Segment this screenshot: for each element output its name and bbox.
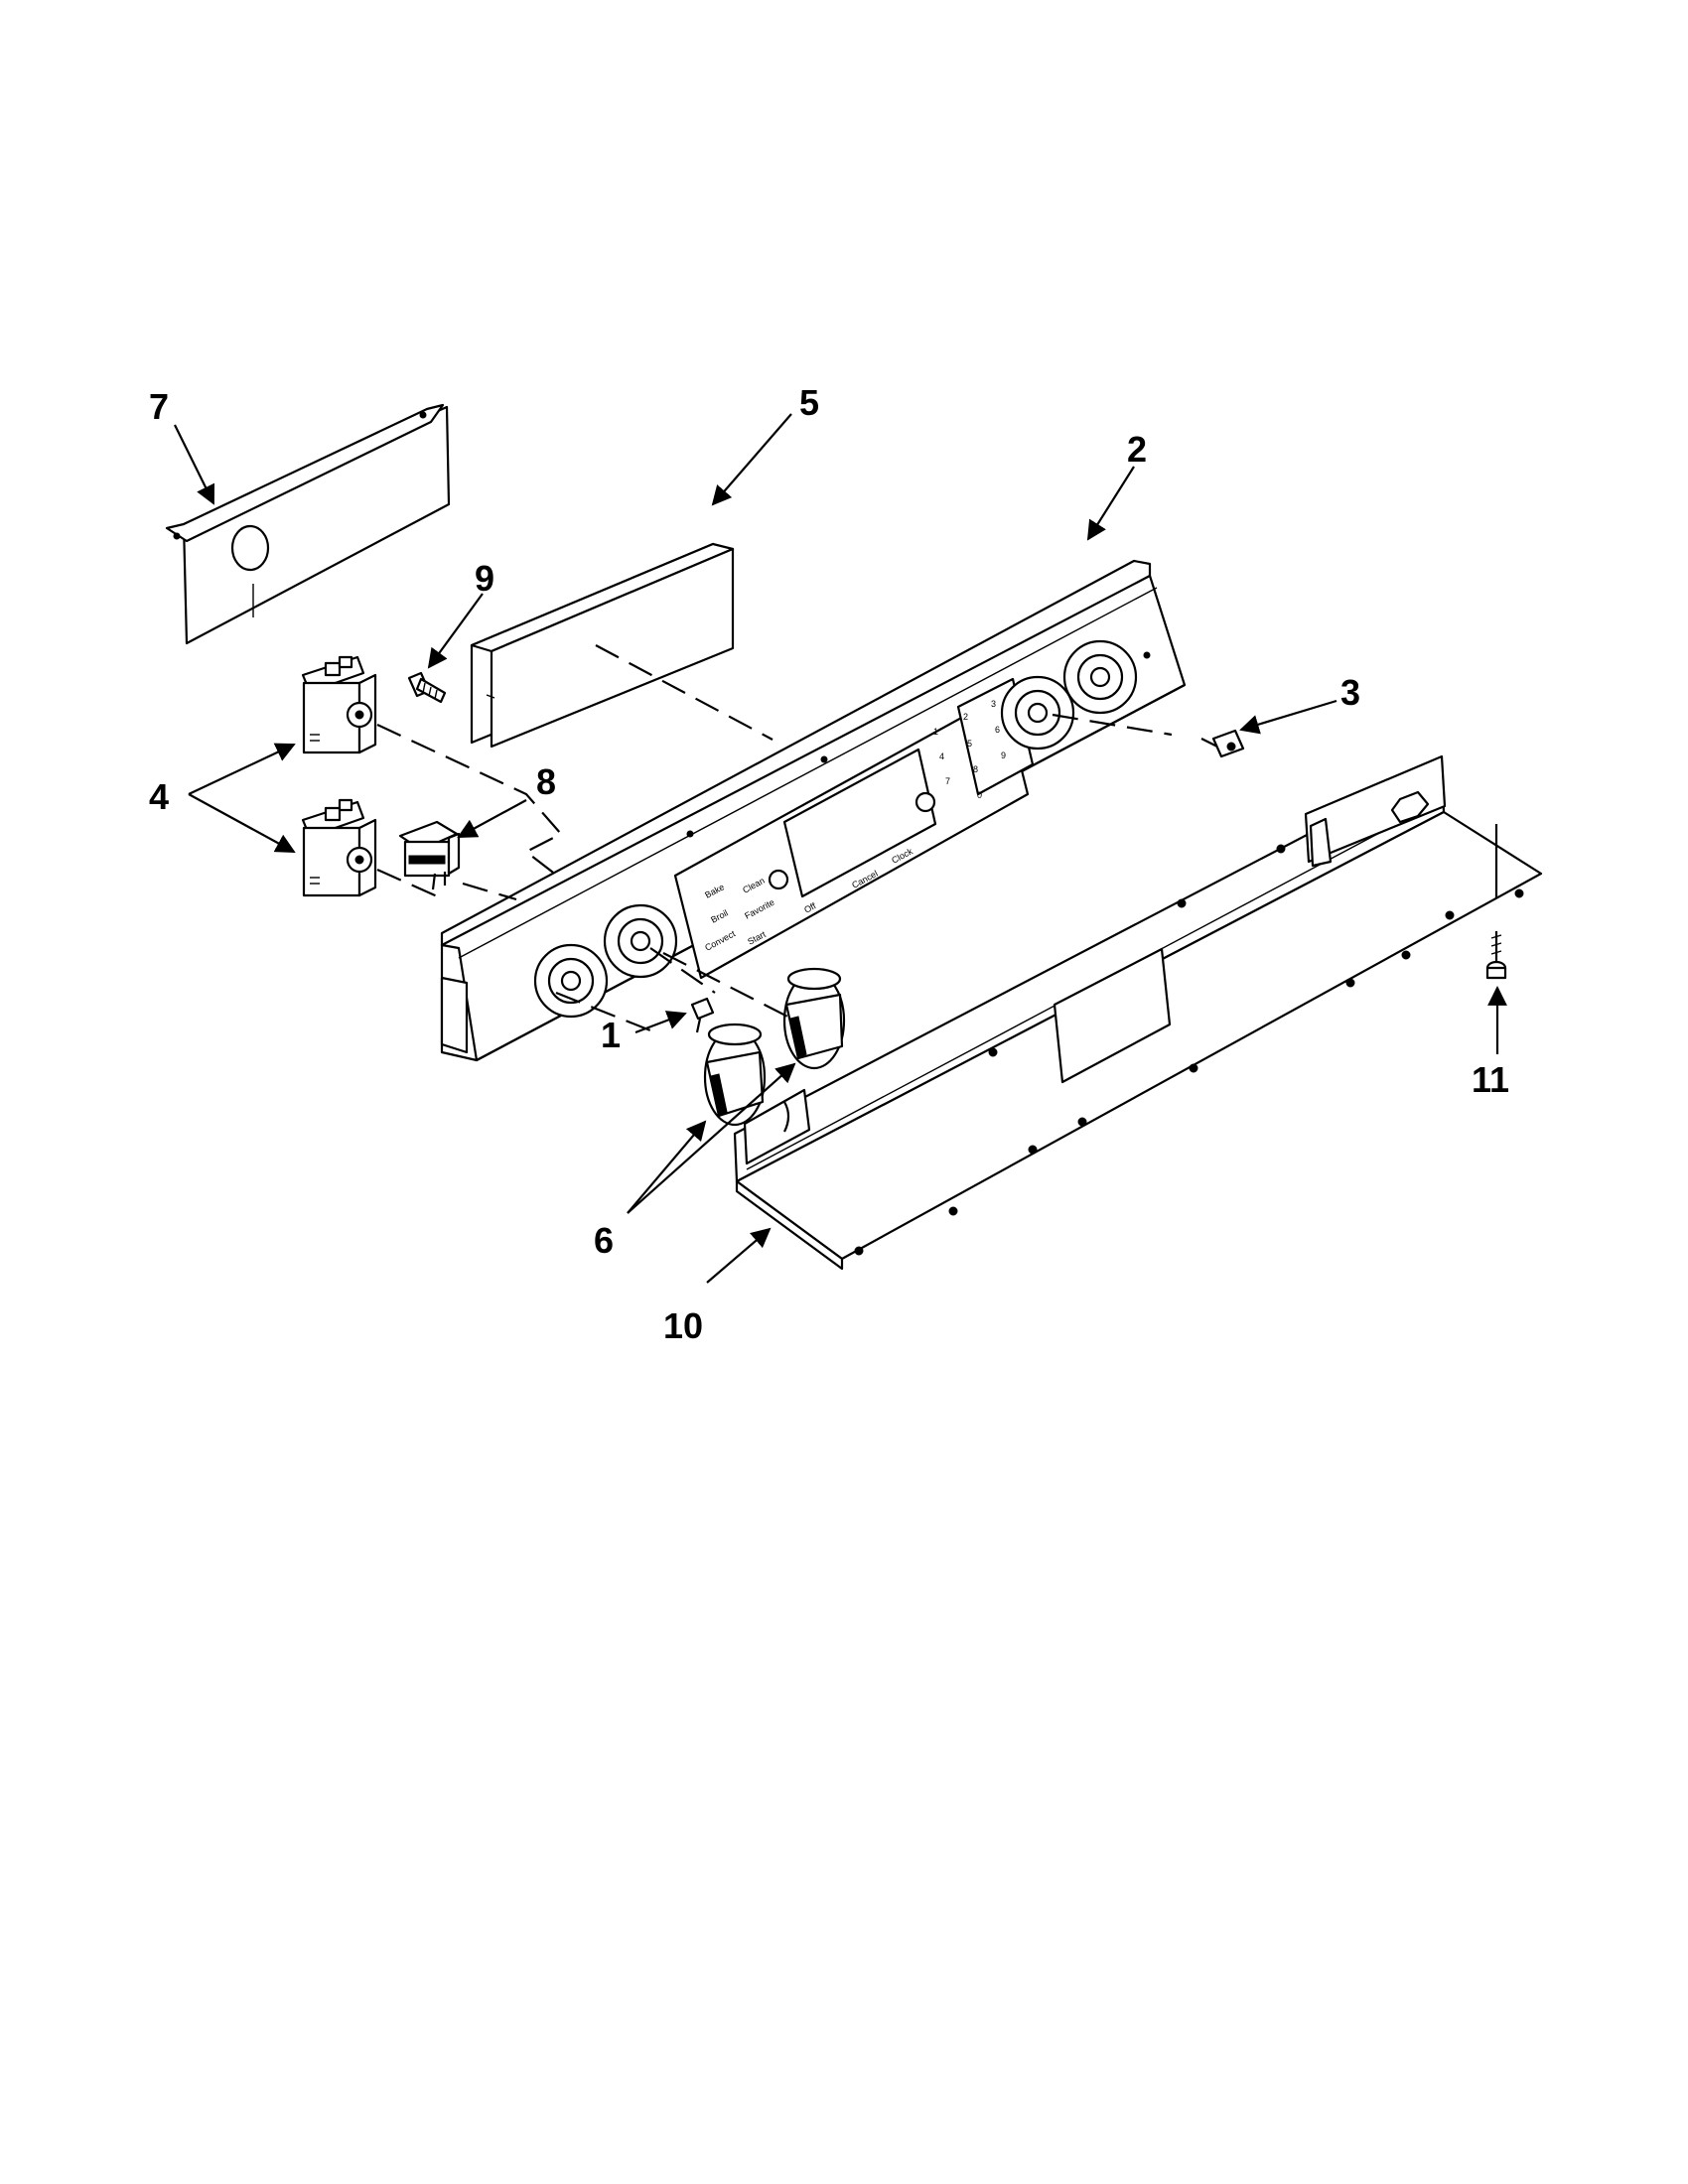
part-4-lower-switch xyxy=(301,798,377,897)
part-9-screw xyxy=(407,671,447,704)
knob-boss-1 xyxy=(533,943,609,1019)
callout-5: 5 xyxy=(799,382,819,423)
keypad-5: 5 xyxy=(967,739,972,749)
keypad-0: 0 xyxy=(977,790,982,800)
part-6-knob-left xyxy=(703,1023,767,1127)
keypad-9: 9 xyxy=(1001,751,1006,760)
callout-3: 3 xyxy=(1340,672,1360,713)
part-3-screw xyxy=(1200,729,1245,758)
callout-8: 8 xyxy=(536,761,556,802)
leader-arrows xyxy=(174,413,1507,1284)
callout-2: 2 xyxy=(1127,429,1147,470)
part-6-knob-right xyxy=(782,967,846,1070)
part-10-mounting-channel xyxy=(733,754,1543,1271)
part-1-screw xyxy=(690,997,715,1033)
part-8-switch xyxy=(398,820,461,890)
callout-11: 11 xyxy=(1472,1059,1509,1100)
callout-7: 7 xyxy=(149,386,169,427)
callout-6: 6 xyxy=(594,1220,614,1261)
knob-boss-3 xyxy=(1000,675,1075,751)
part-2-control-panel: Bake Broil Convect Clean Favorite Start … xyxy=(440,559,1187,1062)
part-7-rear-shield xyxy=(165,403,451,645)
keypad-2: 2 xyxy=(963,712,968,722)
callout-4: 4 xyxy=(149,776,169,817)
keypad-7: 7 xyxy=(945,776,950,786)
knob-boss-2 xyxy=(603,903,678,979)
part-11-screw xyxy=(1485,824,1507,980)
knob-boss-4 xyxy=(1062,639,1138,715)
callout-9: 9 xyxy=(475,558,494,599)
part-5-board-cover xyxy=(470,542,735,749)
part-4-upper-switch xyxy=(301,655,377,754)
callout-10: 10 xyxy=(663,1305,703,1346)
callout-1: 1 xyxy=(601,1015,621,1055)
keypad-1: 1 xyxy=(933,727,938,737)
keypad-8: 8 xyxy=(973,764,978,774)
keypad-3: 3 xyxy=(991,699,996,709)
keypad-4: 4 xyxy=(939,751,944,761)
assembly-lines xyxy=(376,644,1173,1034)
keypad-6: 6 xyxy=(995,725,1000,735)
